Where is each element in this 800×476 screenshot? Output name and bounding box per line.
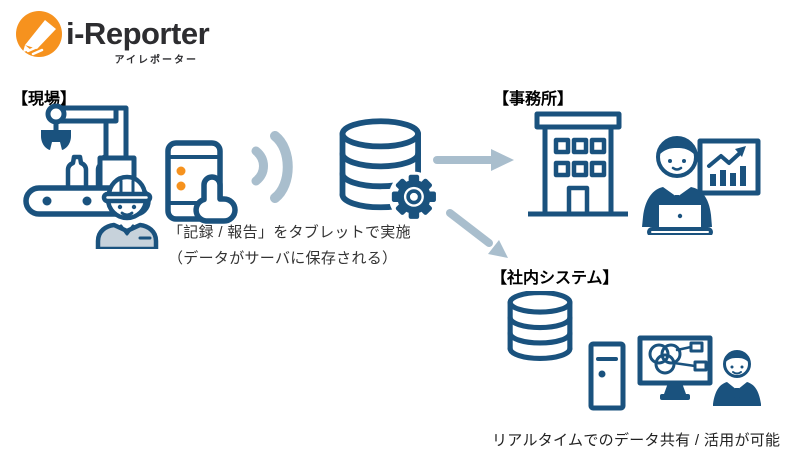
section-label-site: 【現場】 bbox=[12, 91, 77, 108]
arrow-right-icon bbox=[433, 149, 514, 171]
building-icon bbox=[528, 111, 628, 217]
logo-title: i-Reporter bbox=[66, 16, 210, 51]
wireless-waves-icon bbox=[251, 131, 293, 203]
caption-record-report-line1: 「記録 / 報告」をタブレットで実施 bbox=[168, 224, 411, 241]
arrow-down-right-icon bbox=[446, 209, 508, 258]
pc-tower-icon bbox=[588, 341, 626, 411]
worker-icon bbox=[95, 174, 159, 249]
gear-icon bbox=[391, 174, 436, 219]
hand-tablet-icon bbox=[165, 140, 238, 224]
caption-realtime-share: リアルタイムでのデータ共有 / 活用が可能 bbox=[492, 432, 781, 449]
caption-record-report-line2: （データがサーバに保存される） bbox=[168, 250, 398, 267]
monitor-venn-icon bbox=[637, 335, 713, 400]
section-label-internal: 【社内システム】 bbox=[491, 270, 619, 287]
chart-icon bbox=[697, 138, 761, 196]
section-label-office: 【事務所】 bbox=[493, 91, 574, 108]
database-icon bbox=[507, 291, 573, 361]
logo-subtitle: アイレポーター bbox=[114, 55, 198, 66]
database-gear-icon bbox=[339, 118, 436, 222]
pen-circle-icon bbox=[16, 11, 62, 57]
person-icon bbox=[713, 350, 761, 406]
person-laptop-icon bbox=[642, 136, 713, 235]
